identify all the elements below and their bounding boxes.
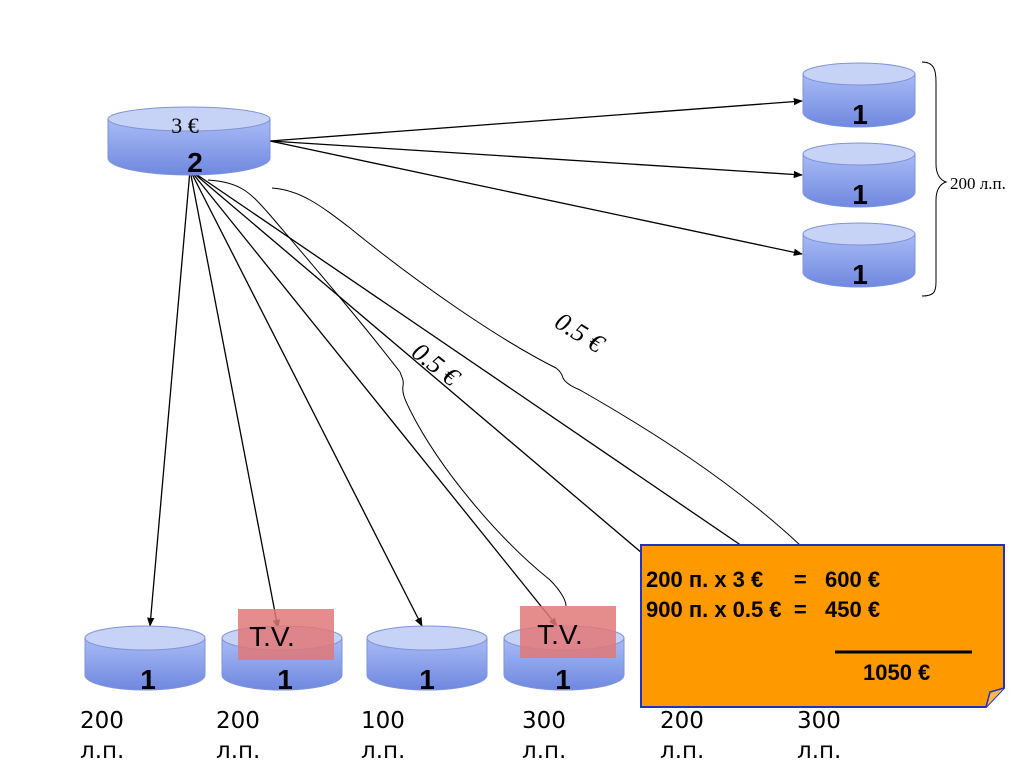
arrow-toward-note-2 [189, 169, 743, 547]
bottom-node-2-level: 1 [277, 664, 293, 695]
bottom-label-3: 100 л.п. [361, 706, 405, 766]
right-node-1-level: 1 [852, 99, 868, 130]
bottom-label-4-unit: л.п. [522, 738, 567, 764]
arrow-to-bottom-node-1 [147, 169, 191, 627]
bottom-label-5: 200 л.п. [660, 706, 704, 766]
outer-brace [271, 187, 801, 546]
arrow-to-bottom-node-3 [189, 169, 423, 627]
bottom-node-1-level: 1 [140, 664, 156, 695]
arrows-to-bottom-nodes [147, 169, 743, 629]
arrow-to-right-node-1 [269, 97, 803, 142]
arrow-to-right-node-2 [269, 140, 803, 179]
bottom-label-2-count: 200 [216, 708, 260, 734]
calc-total: 1050 € [863, 660, 930, 685]
bottom-node-4-level: 1 [555, 664, 571, 695]
hub-price: 3 € [171, 113, 199, 138]
right-node-3-level: 1 [852, 259, 868, 290]
bottom-label-2: 200 л.п. [216, 706, 260, 766]
calc-line-1: 200 п. x 3 € = 600 € [646, 567, 880, 592]
calc-line-2: 900 п. x 0.5 € = 450 € [646, 597, 880, 622]
hub-level: 2 [187, 147, 203, 178]
bottom-label-5-unit: л.п. [660, 738, 705, 764]
bottom-label-3-count: 100 [361, 708, 405, 734]
braces [207, 61, 948, 607]
hub-node: 3 € 2 [107, 106, 271, 178]
bottom-label-6-unit: л.п. [797, 738, 842, 764]
inner-brace [207, 179, 567, 607]
arrow-to-bottom-node-4 [189, 169, 558, 627]
right-node-2: 1 [802, 142, 916, 210]
bottom-node-3: 1 [366, 625, 488, 695]
bottom-label-2-unit: л.п. [216, 738, 261, 764]
right-node-2-level: 1 [852, 179, 868, 210]
outer-brace-label: 0.5 € [550, 306, 611, 359]
bottom-label-4: 300 л.п. [522, 706, 566, 766]
right-brace [921, 61, 948, 297]
right-brace-label: 200 л.п. [950, 174, 1006, 193]
right-node-1: 1 [802, 62, 916, 130]
bottom-label-5-count: 200 [660, 708, 704, 734]
arrows-to-right-nodes [269, 97, 803, 256]
bottom-label-4-count: 300 [522, 708, 566, 734]
arrow-to-right-node-3 [269, 140, 803, 256]
tv-tag-1-label: T.V. [249, 621, 295, 652]
bottom-label-1-unit: л.п. [80, 738, 125, 764]
right-node-3: 1 [802, 222, 916, 290]
bottom-label-1-count: 200 [80, 708, 124, 734]
bottom-label-6-count: 300 [797, 708, 841, 734]
tv-tag-2: T.V. [520, 606, 616, 658]
arrow-to-bottom-node-2 [189, 169, 281, 629]
arrow-toward-note-1 [189, 169, 663, 571]
bottom-node-1: 1 [84, 625, 206, 695]
bottom-label-1: 200 л.п. [80, 706, 124, 766]
tv-tag-2-label: T.V. [537, 619, 583, 650]
bottom-label-6: 300 л.п. [797, 706, 841, 766]
tv-tag-1: T.V. [238, 609, 334, 660]
bottom-label-3-unit: л.п. [361, 738, 406, 764]
bottom-node-3-level: 1 [419, 664, 435, 695]
calc-note: 200 п. x 3 € = 600 € 900 п. x 0.5 € = 45… [640, 544, 1005, 708]
inner-brace-label: 0.5 € [406, 337, 466, 393]
